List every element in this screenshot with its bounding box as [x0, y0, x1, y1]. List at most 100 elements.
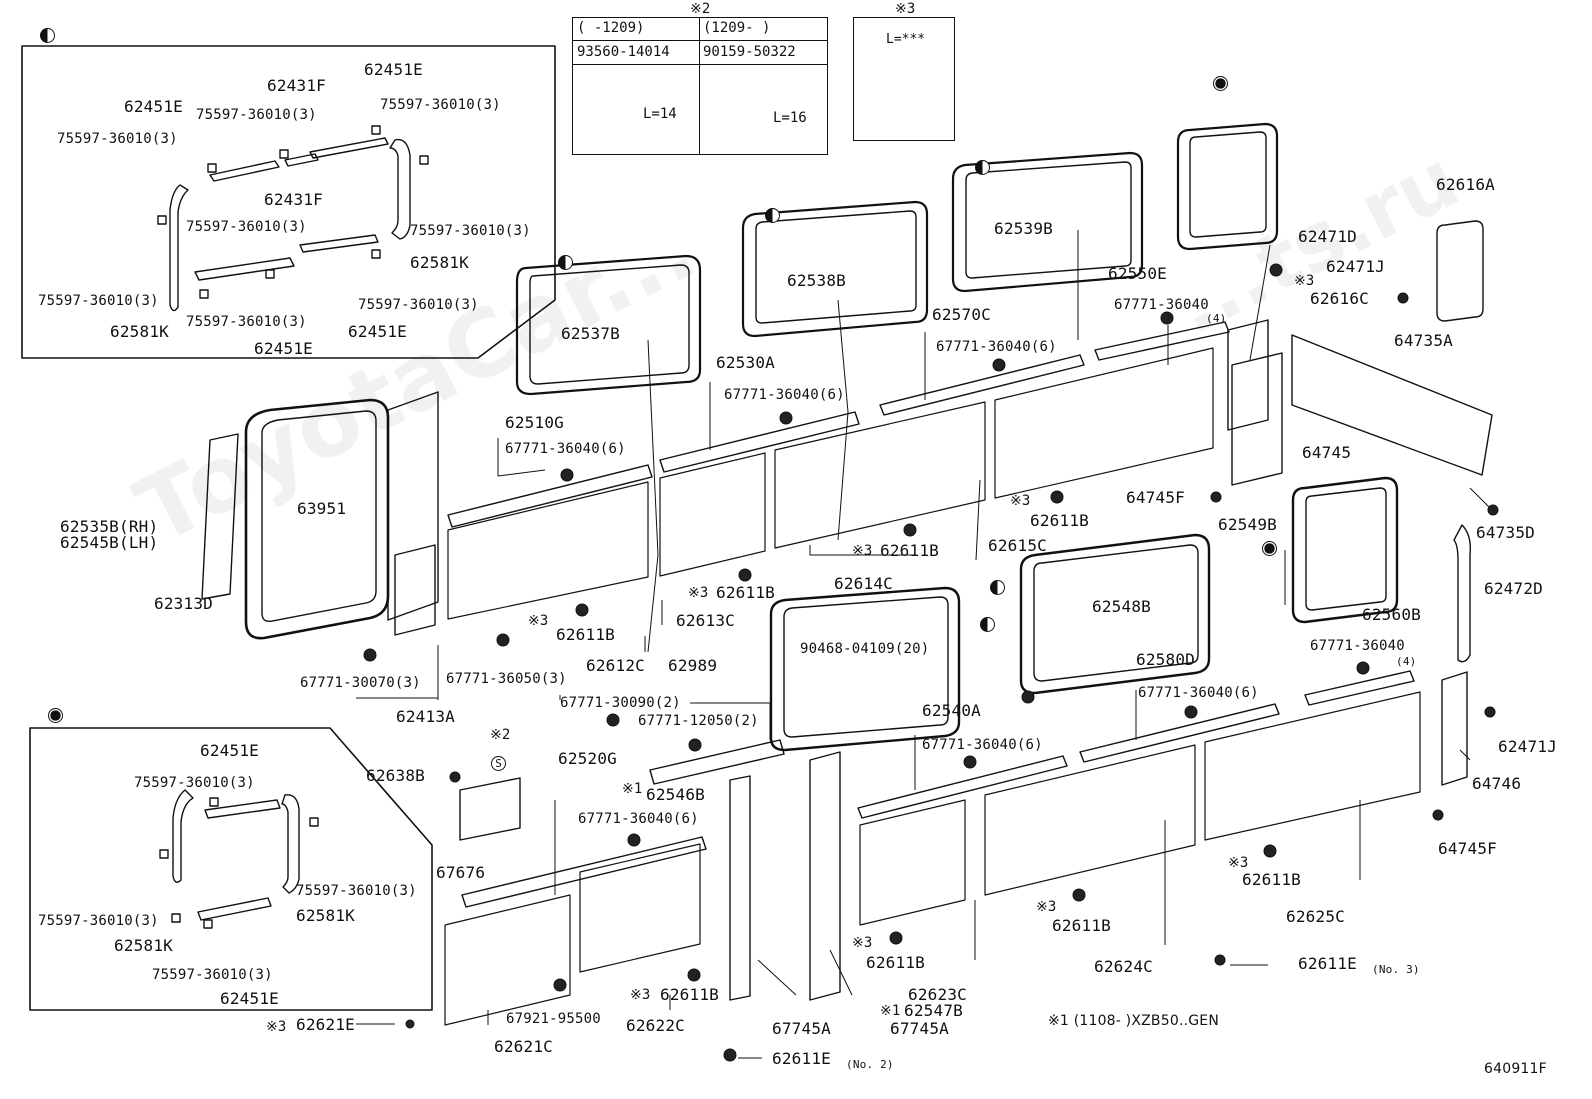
- label-62539B[interactable]: 62539B: [994, 219, 1053, 238]
- label-62611B[interactable]: 62611B: [1242, 870, 1301, 889]
- label-62615C[interactable]: 62615C: [988, 536, 1047, 555]
- label-64745F[interactable]: 64745F: [1438, 839, 1497, 858]
- label-62623C[interactable]: 62623C: [908, 985, 967, 1004]
- label-62616A[interactable]: 62616A: [1436, 175, 1495, 194]
- label-62612C[interactable]: 62612C: [586, 656, 645, 675]
- label-62537B[interactable]: 62537B: [561, 324, 620, 343]
- label-62611B[interactable]: 62611B: [1052, 916, 1111, 935]
- label-62451E[interactable]: 62451E: [220, 989, 279, 1008]
- label-62540A[interactable]: 62540A: [922, 701, 981, 720]
- label-62611B[interactable]: 62611B: [1030, 511, 1089, 530]
- label-62624C[interactable]: 62624C: [1094, 957, 1153, 976]
- label-62550E[interactable]: 62550E: [1108, 264, 1167, 283]
- label-62451E[interactable]: 62451E: [124, 97, 183, 116]
- label-67771-36040-6[interactable]: 67771-36040(6): [724, 387, 845, 403]
- label-75597-36010[interactable]: 75597-36010(3): [152, 967, 273, 983]
- label-62616C[interactable]: 62616C: [1310, 289, 1369, 308]
- label-67921-95500[interactable]: 67921-95500: [506, 1011, 601, 1027]
- label-75597-36010[interactable]: 75597-36010(3): [380, 97, 501, 113]
- label-67771-30070[interactable]: 67771-30070(3): [300, 675, 421, 691]
- label-67771-36040[interactable]: 67771-36040: [1310, 638, 1405, 654]
- label-62451E[interactable]: 62451E: [200, 741, 259, 760]
- label-62581K[interactable]: 62581K: [114, 936, 173, 955]
- label-67771-36040[interactable]: 67771-36040: [1114, 297, 1209, 313]
- pillars: [201, 220, 1493, 1001]
- label-62510G[interactable]: 62510G: [505, 413, 564, 432]
- label-62622C[interactable]: 62622C: [626, 1016, 685, 1035]
- label-62621C[interactable]: 62621C: [494, 1037, 553, 1056]
- label-75597-36010[interactable]: 75597-36010(3): [57, 131, 178, 147]
- label-62560B[interactable]: 62560B: [1362, 605, 1421, 624]
- label-67771-12050[interactable]: 67771-12050(2): [638, 713, 759, 729]
- label-62611B[interactable]: 62611B: [660, 985, 719, 1004]
- mark-1: ※1: [622, 781, 643, 797]
- label-62611E-no2[interactable]: 62611E: [772, 1049, 831, 1068]
- label-75597-36010[interactable]: 75597-36010(3): [134, 775, 255, 791]
- label-62530A[interactable]: 62530A: [716, 353, 775, 372]
- label-75597-36010[interactable]: 75597-36010(3): [358, 297, 479, 313]
- label-62548B[interactable]: 62548B: [1092, 597, 1151, 616]
- label-62611B[interactable]: 62611B: [880, 541, 939, 560]
- label-62614C[interactable]: 62614C: [834, 574, 893, 593]
- label-67745A[interactable]: 67745A: [890, 1019, 949, 1038]
- label-62545B-lh[interactable]: 62545B(LH): [60, 533, 159, 552]
- label-62581K[interactable]: 62581K: [110, 322, 169, 341]
- label-67771-36040-6[interactable]: 67771-36040(6): [936, 339, 1057, 355]
- detail-box-bottom-left: [29, 727, 433, 1011]
- label-64745[interactable]: 64745: [1302, 443, 1352, 462]
- label-67771-36040-6[interactable]: 67771-36040(6): [922, 737, 1043, 753]
- label-64746[interactable]: 64746: [1472, 774, 1522, 793]
- label-64735A[interactable]: 64735A: [1394, 331, 1453, 350]
- label-67771-36040-6[interactable]: 67771-36040(6): [1138, 685, 1259, 701]
- label-62989[interactable]: 62989: [668, 656, 718, 675]
- label-62546B[interactable]: 62546B: [646, 785, 705, 804]
- label-62471J[interactable]: 62471J: [1498, 737, 1557, 756]
- label-62413A[interactable]: 62413A: [396, 707, 455, 726]
- label-75597-36010[interactable]: 75597-36010(3): [196, 107, 317, 123]
- label-62471D[interactable]: 62471D: [1298, 227, 1357, 246]
- label-62581K[interactable]: 62581K: [296, 906, 355, 925]
- label-62611B[interactable]: 62611B: [716, 583, 775, 602]
- label-67745A[interactable]: 67745A: [772, 1019, 831, 1038]
- label-62611B[interactable]: 62611B: [866, 953, 925, 972]
- label-62625C[interactable]: 62625C: [1286, 907, 1345, 926]
- label-62580D[interactable]: 62580D: [1136, 650, 1195, 669]
- label-62535B-rh[interactable]: 62535B(RH): [60, 517, 159, 536]
- label-64745F[interactable]: 64745F: [1126, 488, 1185, 507]
- label-75597-36010[interactable]: 75597-36010(3): [186, 314, 307, 330]
- label-62549B[interactable]: 62549B: [1218, 515, 1277, 534]
- label-62538B[interactable]: 62538B: [787, 271, 846, 290]
- label-62451E[interactable]: 62451E: [254, 339, 313, 358]
- label-62621E[interactable]: 62621E: [296, 1015, 355, 1034]
- label-62581K[interactable]: 62581K: [410, 253, 469, 272]
- label-90468-04109[interactable]: 90468-04109(20): [800, 641, 930, 657]
- label-63951[interactable]: 63951: [297, 499, 347, 518]
- label-62547B[interactable]: 62547B: [904, 1001, 963, 1020]
- label-67771-36040-6[interactable]: 67771-36040(6): [505, 441, 626, 457]
- fasteners: [363, 263, 1499, 1062]
- label-75597-36010[interactable]: 75597-36010(3): [296, 883, 417, 899]
- label-62451E[interactable]: 62451E: [364, 60, 423, 79]
- label-75597-36010[interactable]: 75597-36010(3): [410, 223, 531, 239]
- label-62313D[interactable]: 62313D: [154, 594, 213, 613]
- label-62431F[interactable]: 62431F: [264, 190, 323, 209]
- label-62638B[interactable]: 62638B: [366, 766, 425, 785]
- label-67676[interactable]: 67676: [436, 863, 486, 882]
- label-62611B[interactable]: 62611B: [556, 625, 615, 644]
- label-62472D[interactable]: 62472D: [1484, 579, 1543, 598]
- label-64735D[interactable]: 64735D: [1476, 523, 1535, 542]
- label-62570C[interactable]: 62570C: [932, 305, 991, 324]
- label-62520G[interactable]: 62520G: [558, 749, 617, 768]
- label-67771-30090[interactable]: 67771-30090(2): [560, 695, 681, 711]
- label-62431F[interactable]: 62431F: [267, 76, 326, 95]
- mark-3: ※3: [1228, 855, 1249, 871]
- label-62451E[interactable]: 62451E: [348, 322, 407, 341]
- label-67771-36050[interactable]: 67771-36050(3): [446, 671, 567, 687]
- label-62611E-no3[interactable]: 62611E: [1298, 954, 1357, 973]
- label-75597-36010[interactable]: 75597-36010(3): [38, 913, 159, 929]
- label-62471J[interactable]: 62471J: [1326, 257, 1385, 276]
- label-67771-36040-6[interactable]: 67771-36040(6): [578, 811, 699, 827]
- label-75597-36010[interactable]: 75597-36010(3): [186, 219, 307, 235]
- label-62613C[interactable]: 62613C: [676, 611, 735, 630]
- label-75597-36010[interactable]: 75597-36010(3): [38, 293, 159, 309]
